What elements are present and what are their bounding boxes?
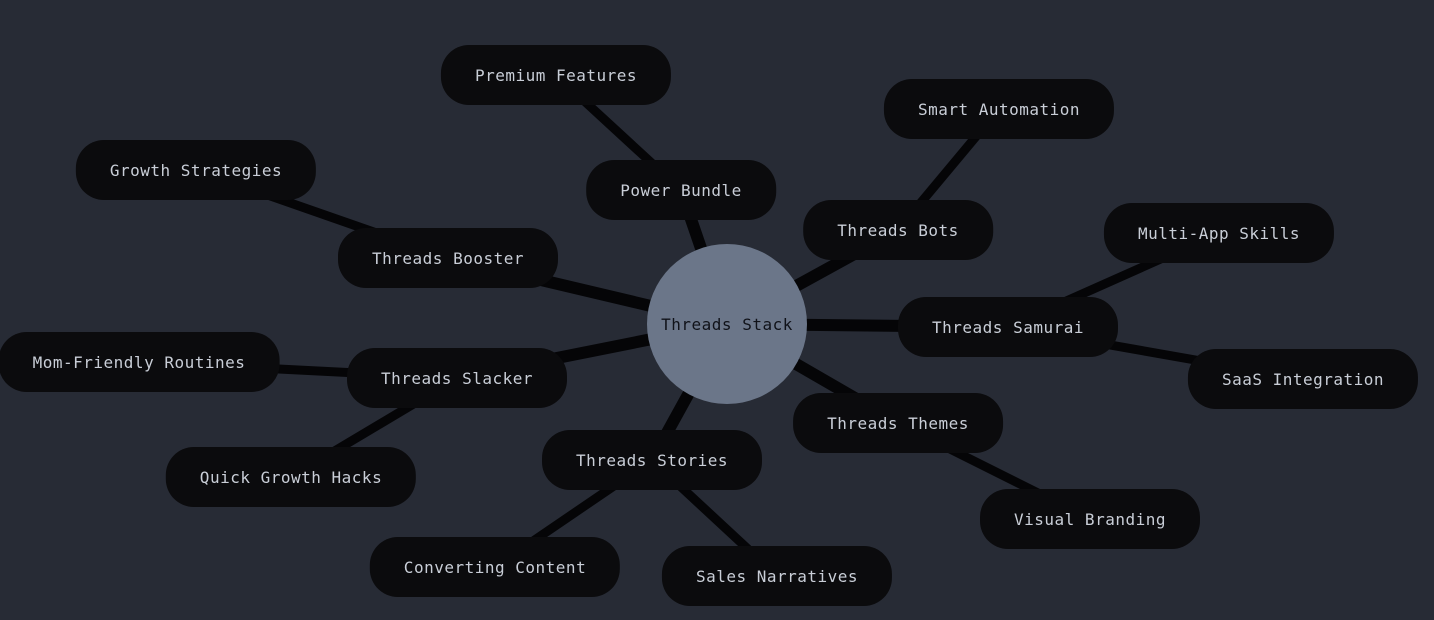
mindmap-node-converting-content[interactable]: Converting Content bbox=[369, 537, 621, 597]
mindmap-node-threads-bots[interactable]: Threads Bots bbox=[803, 200, 993, 260]
mindmap-node-threads-stories[interactable]: Threads Stories bbox=[542, 430, 762, 490]
mindmap-node-sales-narratives[interactable]: Sales Narratives bbox=[661, 546, 893, 606]
mindmap-node-threads-slacker[interactable]: Threads Slacker bbox=[347, 348, 567, 408]
central-node[interactable]: Threads Stack bbox=[647, 244, 807, 404]
mindmap-node-multi-app-skills[interactable]: Multi-App Skills bbox=[1103, 203, 1335, 263]
mindmap-node-threads-themes[interactable]: Threads Themes bbox=[793, 393, 1003, 453]
mindmap-node-premium-features[interactable]: Premium Features bbox=[440, 45, 672, 105]
mindmap-node-growth-strategies[interactable]: Growth Strategies bbox=[75, 140, 317, 200]
mindmap-node-mom-friendly-routines[interactable]: Mom-Friendly Routines bbox=[0, 332, 280, 392]
mindmap-node-threads-booster[interactable]: Threads Booster bbox=[338, 228, 558, 288]
mindmap-node-visual-branding[interactable]: Visual Branding bbox=[980, 489, 1200, 549]
mindmap-node-threads-samurai[interactable]: Threads Samurai bbox=[898, 297, 1118, 357]
mindmap-node-power-bundle[interactable]: Power Bundle bbox=[586, 160, 776, 220]
mindmap-node-quick-growth-hacks[interactable]: Quick Growth Hacks bbox=[165, 447, 417, 507]
mindmap-node-smart-automation[interactable]: Smart Automation bbox=[883, 79, 1115, 139]
mindmap-node-saas-integration[interactable]: SaaS Integration bbox=[1187, 349, 1419, 409]
